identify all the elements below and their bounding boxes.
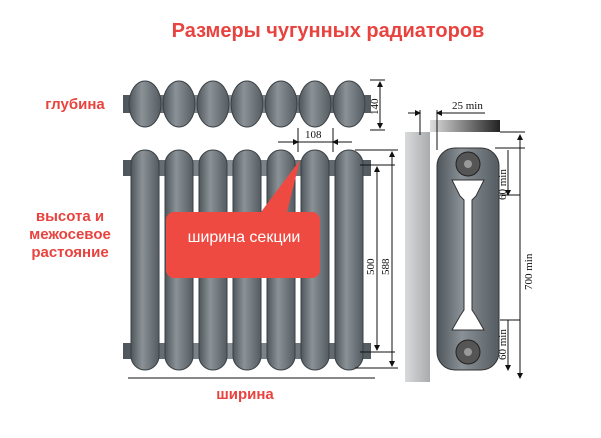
top-view-section: [264, 80, 298, 128]
radiator-top-view: [123, 80, 371, 128]
section-width-callout: [166, 160, 320, 278]
wall-gap-dimension: 25 min: [452, 100, 483, 112]
radiator-section: [334, 149, 364, 371]
height-label: высота и межосевое растояние: [29, 208, 111, 261]
height-dimension: 588: [380, 258, 392, 275]
top-clearance-dimension: 60 min: [497, 169, 509, 200]
top-view-section: [128, 80, 162, 128]
bottom-clearance-dimension: 60 min: [497, 329, 509, 360]
top-view-section: [230, 80, 264, 128]
width-label: ширина: [216, 386, 274, 403]
top-view-section: [332, 80, 366, 128]
callout-text: ширина секции: [187, 229, 301, 246]
axis-distance-dimension: 500: [365, 258, 377, 275]
depth-dimension: 140: [369, 98, 381, 115]
depth-label: глубина: [45, 96, 105, 113]
diagram-title: Размеры чугунных радиаторов: [171, 20, 485, 42]
radiator-side-view: 25 min 60 min 60 min 700 min: [405, 100, 535, 382]
top-view-section: [162, 80, 196, 128]
top-view-section: [298, 80, 332, 128]
total-height-dimension: 700 min: [523, 253, 535, 290]
windowsill: [430, 120, 500, 132]
section-width-dimension: 108: [305, 129, 322, 141]
radiator-section: [130, 149, 160, 371]
wall: [405, 132, 430, 382]
top-view-section: [196, 80, 230, 128]
front-dimensions: 140 108 500 588: [128, 79, 398, 379]
